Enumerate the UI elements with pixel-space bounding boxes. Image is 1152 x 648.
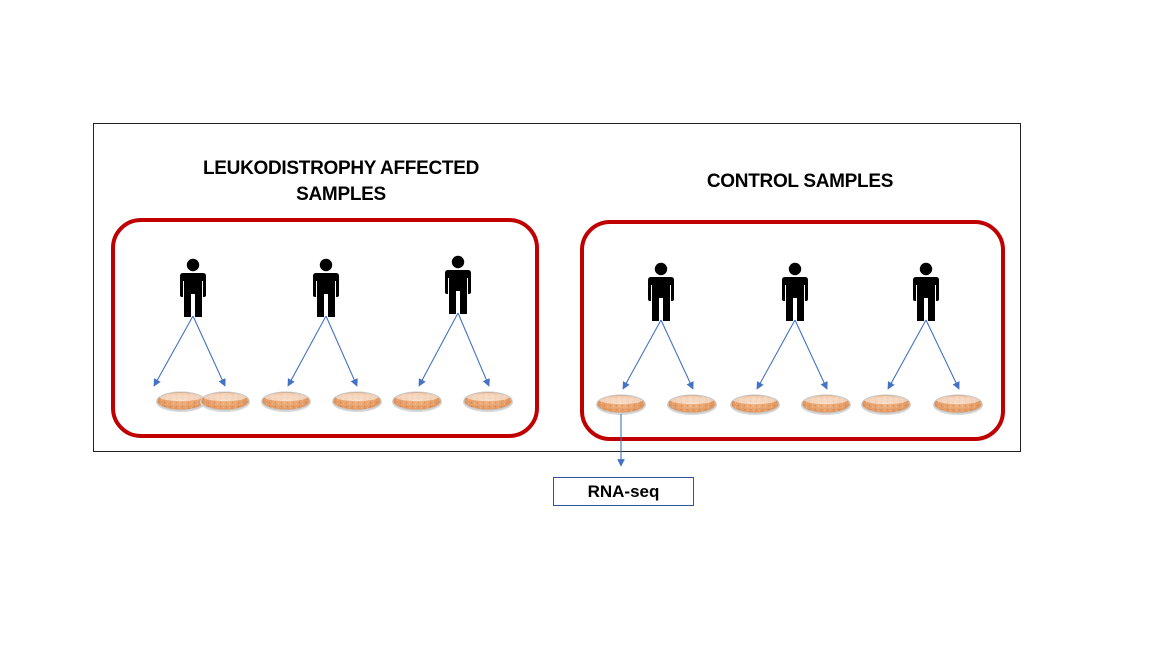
- person-icon: [648, 262, 674, 321]
- rna-seq-box: RNA-seq: [553, 477, 694, 506]
- affected-group-title: LEUKODISTROPHY AFFECTED SAMPLES: [202, 158, 479, 205]
- sample-group-border: [580, 220, 1005, 441]
- person-icon: [313, 258, 339, 317]
- control-group-title: CONTROL SAMPLES: [706, 171, 894, 192]
- sample-arrow: [925, 319, 960, 390]
- sample-arrow: [756, 319, 796, 390]
- petri-dish-icon: [260, 391, 312, 413]
- sample-arrow: [192, 315, 226, 387]
- petri-dish-icon: [800, 394, 852, 416]
- petri-dish-icon: [155, 391, 207, 413]
- person-icon: [180, 258, 206, 317]
- person-icon: [445, 255, 471, 314]
- sample-arrow: [794, 319, 828, 390]
- petri-dish-icon: [729, 394, 781, 416]
- petri-dish-icon: [860, 394, 912, 416]
- sample-group-border: [111, 218, 539, 438]
- sample-arrow: [325, 315, 358, 387]
- sample-arrow: [287, 315, 327, 387]
- petri-dish-icon: [199, 391, 251, 413]
- petri-dish-icon: [595, 394, 647, 416]
- petri-dish-icon: [462, 391, 514, 413]
- sample-arrow: [660, 319, 694, 390]
- sample-arrow: [153, 315, 194, 387]
- petri-dish-icon: [331, 391, 383, 413]
- sample-arrow: [622, 319, 662, 390]
- sample-arrow: [887, 319, 927, 390]
- petri-dish-icon: [391, 391, 443, 413]
- person-icon: [913, 262, 939, 321]
- sample-arrow: [418, 312, 459, 387]
- sample-arrow: [457, 312, 490, 387]
- person-icon: [782, 262, 808, 321]
- petri-dish-icon: [932, 394, 984, 416]
- petri-dish-icon: [666, 394, 718, 416]
- diagram-frame: [93, 123, 1021, 452]
